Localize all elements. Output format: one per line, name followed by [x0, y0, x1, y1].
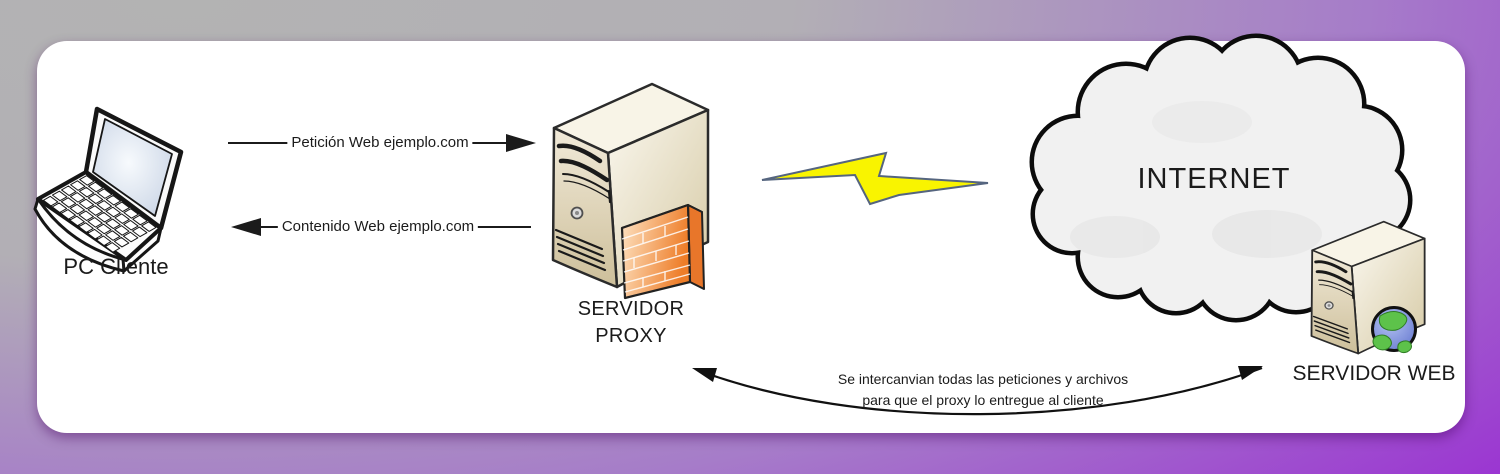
- proxy-label-line1: SERVIDOR: [577, 298, 685, 320]
- response-arrow-label: Contenido Web ejemplo.com: [277, 218, 479, 236]
- exchange-note: Se intercanvian todas las peticiones y a…: [838, 369, 1128, 411]
- client-label: PC Cliente: [63, 254, 169, 279]
- request-arrow-label: Petición Web ejemplo.com: [287, 134, 473, 152]
- internet-cloud-icon: [1029, 33, 1413, 323]
- web-server-label: SERVIDOR WEB: [1292, 362, 1456, 385]
- proxy-label-line2: PROXY: [595, 325, 667, 347]
- firewall-icon: [620, 203, 705, 300]
- internet-label: INTERNET: [1137, 163, 1291, 195]
- exchange-arrow: [692, 366, 1263, 416]
- exchange-note-line1: Se intercanvian todas las peticiones y a…: [837, 371, 1129, 387]
- laptop-icon: [35, 106, 181, 271]
- proxy-server-label: SERVIDOR PROXY: [578, 296, 685, 350]
- exchange-note-line2: para que el proxy lo entregue al cliente: [862, 392, 1104, 408]
- lightning-bolt-icon: [761, 151, 989, 206]
- globe-icon: [1371, 306, 1417, 354]
